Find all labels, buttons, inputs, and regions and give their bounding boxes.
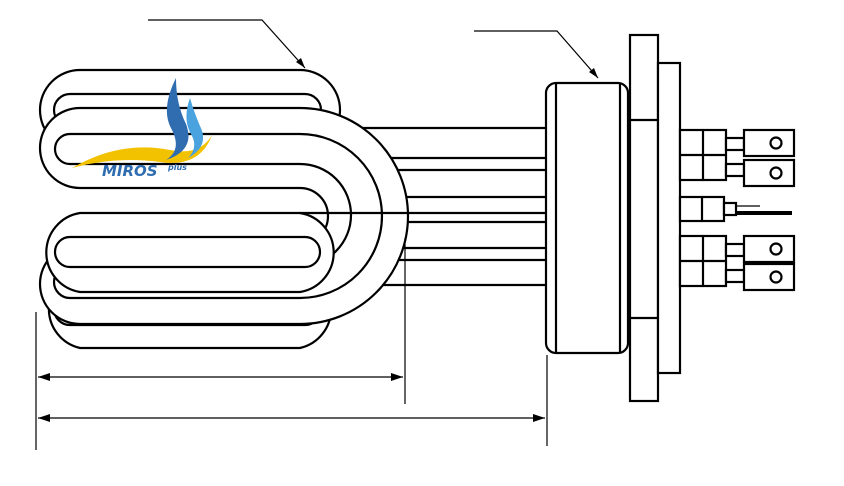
logo-brand-text: MIROS — [102, 162, 158, 180]
logo-drop-small-icon — [186, 98, 204, 158]
sensor-probe — [678, 195, 792, 223]
flange-backplate — [656, 61, 682, 375]
logo-swoosh-yellow — [72, 135, 212, 168]
flange-plate — [628, 33, 660, 403]
coil-middle-u — [38, 106, 550, 326]
leader-arrow-element — [296, 58, 305, 68]
logo-suffix-text: plus — [167, 163, 187, 172]
dimension-lines — [35, 238, 548, 450]
logo-drop-icon — [166, 78, 189, 160]
leader-arrow-flange — [589, 68, 598, 78]
terminal-upper — [678, 128, 796, 188]
leader-line-flange — [474, 30, 599, 79]
terminal-lower — [678, 234, 796, 292]
miros-logo: MIROS plus — [72, 78, 212, 180]
flange-body — [544, 81, 630, 355]
leader-line-element — [148, 19, 306, 69]
